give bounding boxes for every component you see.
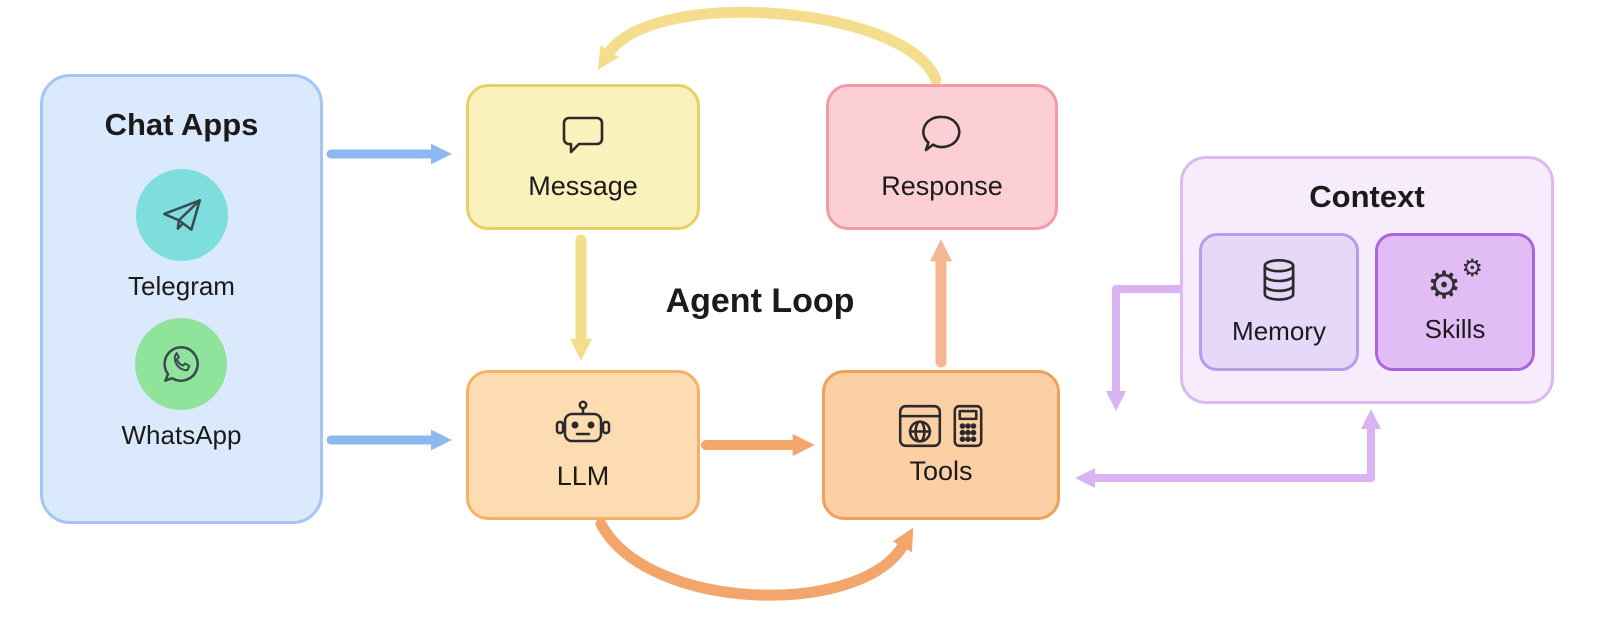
tools-node: Tools bbox=[822, 370, 1060, 520]
arrow-response-to-message-curve bbox=[597, 6, 942, 86]
gears-icon: ⚙ ⚙ bbox=[1427, 253, 1483, 307]
arrow-tools-context-elbow bbox=[1075, 409, 1381, 488]
message-label: Message bbox=[528, 171, 638, 201]
robot-icon bbox=[554, 398, 612, 453]
whatsapp-app: WhatsApp bbox=[121, 318, 242, 451]
whatsapp-icon bbox=[135, 318, 228, 410]
browser-and-calculator-icon bbox=[898, 404, 984, 448]
calculator-icon bbox=[953, 404, 983, 447]
agent-loop-title: Agent Loop bbox=[665, 282, 855, 320]
memory-node: Memory bbox=[1199, 233, 1359, 371]
whatsapp-label: WhatsApp bbox=[121, 420, 242, 450]
telegram-icon bbox=[135, 169, 228, 261]
telegram-label: Telegram bbox=[128, 271, 235, 301]
arrow-llm-to-tools-curve bbox=[595, 518, 914, 601]
browser-icon bbox=[898, 404, 942, 447]
response-node: Response bbox=[826, 84, 1058, 230]
tools-label: Tools bbox=[909, 455, 973, 486]
context-panel: Context Memory ⚙ ⚙ Skills bbox=[1180, 156, 1554, 404]
telegram-app: Telegram bbox=[128, 169, 235, 302]
chat-apps-panel: Chat Apps Telegram WhatsApp bbox=[40, 74, 323, 524]
llm-node: LLM bbox=[466, 370, 700, 520]
skills-node: ⚙ ⚙ Skills bbox=[1375, 233, 1535, 371]
chat-apps-title: Chat Apps bbox=[104, 107, 259, 142]
round-speech-bubble-icon bbox=[917, 112, 967, 163]
skills-label: Skills bbox=[1424, 313, 1486, 344]
arrow-context-to-tools-elbow bbox=[1106, 285, 1186, 411]
database-icon bbox=[1257, 257, 1301, 310]
llm-label: LLM bbox=[556, 461, 610, 491]
response-label: Response bbox=[881, 171, 1003, 201]
context-title: Context bbox=[1309, 179, 1425, 214]
memory-label: Memory bbox=[1232, 316, 1326, 346]
square-speech-bubble-icon bbox=[558, 112, 608, 163]
message-node: Message bbox=[466, 84, 700, 230]
